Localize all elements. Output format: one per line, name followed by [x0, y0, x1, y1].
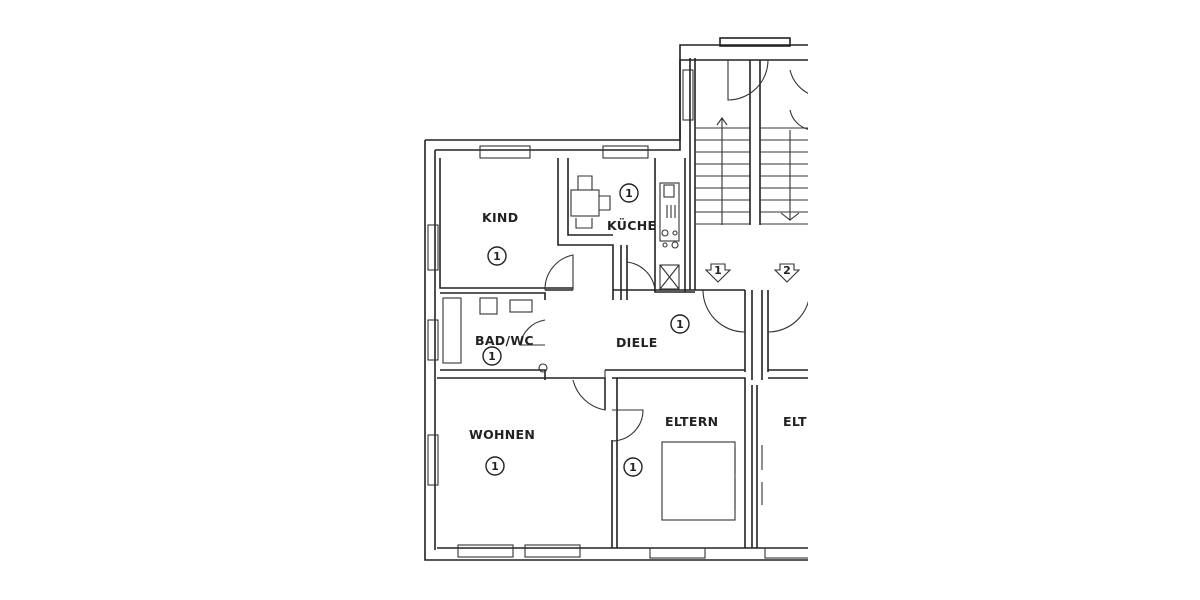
room-label-eltern-2: ELT — [783, 414, 807, 429]
entrance-marker-1: 1 — [704, 263, 732, 283]
room-label-kueche: KÜCHE — [607, 218, 656, 233]
room-number-kind: 1 — [493, 250, 501, 263]
room-number-eltern: 1 — [629, 461, 637, 474]
room-label-wohnen: WOHNEN — [469, 427, 535, 442]
entrance-marker-2: 2 — [773, 263, 801, 283]
svg-text:1: 1 — [714, 264, 722, 277]
room-number-kueche: 1 — [625, 187, 633, 200]
room-number-bad: 1 — [488, 350, 496, 363]
room-number-wohnen: 1 — [491, 460, 499, 473]
furniture — [442, 175, 763, 521]
windows — [427, 69, 808, 559]
doors — [519, 59, 808, 442]
room-label-eltern: ELTERN — [665, 414, 718, 429]
outer-walls — [424, 37, 808, 561]
room-label-bad: BAD/WC — [475, 333, 534, 348]
room-number-diele: 1 — [676, 318, 684, 331]
interior-walls — [437, 58, 808, 548]
svg-text:2: 2 — [783, 264, 791, 277]
staircase — [695, 117, 808, 225]
room-label-diele: DIELE — [616, 335, 658, 350]
room-label-kind: KIND — [482, 210, 518, 225]
